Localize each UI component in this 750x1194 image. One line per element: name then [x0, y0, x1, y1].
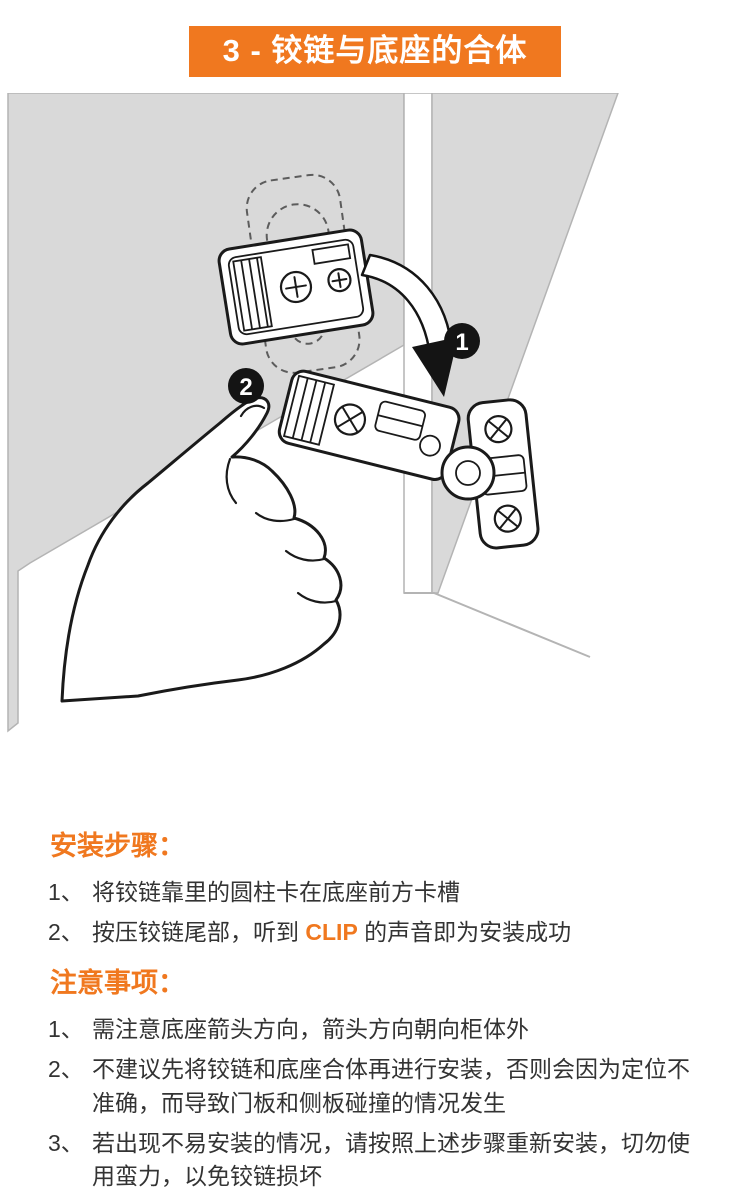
hinge-body-top — [217, 228, 375, 346]
note-2-text: 不建议先将铰链和底座合体再进行安装，否则会因为定位不准确，而导致门板和侧板碰撞的… — [92, 1056, 690, 1116]
step-2-number: 2、 — [48, 919, 84, 946]
step-1-number: 1、 — [48, 879, 84, 906]
steps-heading: 安装步骤： — [50, 831, 185, 861]
badge-2-number: 2 — [239, 374, 252, 401]
panel-bottom-edge — [404, 592, 591, 658]
hinge-boss — [440, 445, 496, 501]
step-item-1: 1、 将铰链靠里的圆柱卡在底座前方卡槽 — [48, 876, 702, 909]
title-banner: 3 - 铰链与底座的合体 — [188, 26, 562, 77]
note-3-text: 若出现不易安装的情况，请按照上述步骤重新安装，切勿使用蛮力，以免铰链损坏 — [92, 1130, 690, 1190]
thumbnail-line — [239, 404, 266, 418]
note-3-number: 3、 — [48, 1130, 84, 1156]
note-1-text: 需注意底座箭头方向，箭头方向朝向柜体外 — [92, 1015, 529, 1042]
step-badge-2: 2 — [228, 368, 264, 404]
step-2-text-after: 的声音即为安装成功 — [357, 919, 572, 946]
illustration-svg: 1 2 — [7, 92, 620, 733]
clip-highlight: CLIP — [305, 919, 358, 946]
step-2-text-before: 按压铰链尾部，听到 — [92, 919, 306, 946]
note-2-number: 2、 — [48, 1056, 84, 1083]
step-item-2: 2、 按压铰链尾部，听到 CLIP 的声音即为安装成功 — [48, 916, 702, 949]
step-1-text: 将铰链靠里的圆柱卡在底座前方卡槽 — [92, 879, 460, 906]
step-2-text: 按压铰链尾部，听到 CLIP 的声音即为安装成功 — [92, 916, 702, 949]
notes-heading: 注意事项： — [50, 967, 185, 998]
badge-1-number: 1 — [455, 329, 468, 356]
page-title: 3 - 铰链与底座的合体 — [222, 33, 528, 68]
hinge-arm — [277, 369, 461, 481]
note-1-number: 1、 — [48, 1015, 84, 1042]
banner-row: 3 - 铰链与底座的合体 — [0, 0, 750, 77]
note-item-1: 1、 需注意底座箭头方向，箭头方向朝向柜体外 — [48, 1013, 702, 1046]
instructions-content: 安装步骤： 1、 将铰链靠里的圆柱卡在底座前方卡槽 2、 按压铰链尾部，听到 C… — [0, 793, 750, 1194]
step-badge-1: 1 — [444, 323, 480, 359]
hinge-installation-illustration: 1 2 — [0, 92, 750, 793]
hand — [60, 396, 343, 703]
note-item-3: 3、 若出现不易安装的情况，请按照上述步骤重新安装，切勿使用蛮力，以免铰链损坏 — [48, 1127, 702, 1194]
note-item-2: 2、 不建议先将铰链和底座合体再进行安装，否则会因为定位不准确，而导致门板和侧板… — [48, 1053, 702, 1120]
rotation-arrow-icon — [360, 253, 458, 397]
